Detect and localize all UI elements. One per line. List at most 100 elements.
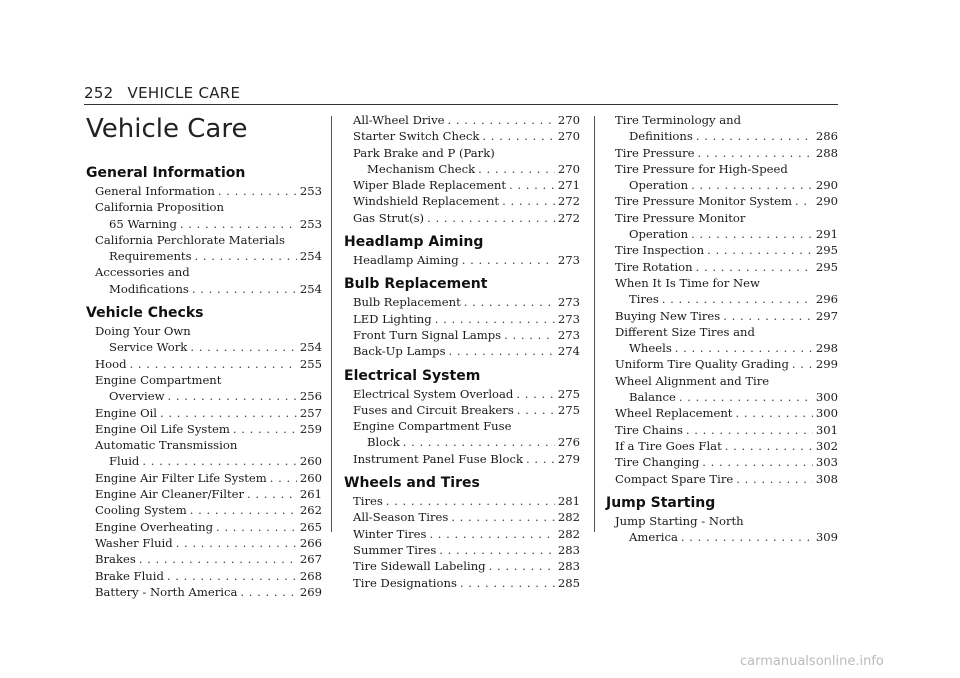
toc-entry-line: Tire Sidewall Labeling283 [353,558,580,574]
toc-entry[interactable]: Winter Tires282 [344,526,580,542]
toc-entry[interactable]: Uniform Tire Quality Grading299 [606,356,838,372]
toc-entry-line: Wheel Alignment and Tire [615,373,838,389]
toc-entry[interactable]: Tire Pressure MonitorOperation291 [606,210,838,243]
toc-entry[interactable]: Tire Terminology andDefinitions286 [606,112,838,145]
section-heading: Electrical System [344,367,481,384]
toc-entry-line: Hood255 [95,356,322,372]
dot-leader [681,529,813,545]
toc-section: Tire Terminology andDefinitions286Tire P… [606,112,838,487]
toc-entry[interactable]: Wheel Alignment and TireBalance300 [606,373,838,406]
toc-entry[interactable]: Tire Pressure for High-SpeedOperation290 [606,161,838,194]
toc-entry[interactable]: Engine CompartmentOverview256 [86,372,322,405]
toc-entry[interactable]: All-Season Tires282 [344,509,580,525]
toc-entry-label: Tires [353,494,383,509]
toc-entry-label: Operation [629,178,689,193]
toc-entry[interactable]: Gas Strut(s) 272 [344,210,580,226]
toc-entry[interactable]: All-Wheel Drive270 [344,112,580,128]
toc-entry[interactable]: LED Lighting273 [344,311,580,327]
toc-page-number: 308 [815,471,838,486]
toc-page-number: 272 [557,210,580,225]
toc-entry[interactable]: Battery - North America269 [86,584,322,600]
toc-entry[interactable]: Tire Designations285 [344,575,580,591]
dot-leader [168,388,297,404]
toc-entry-line: Battery - North America269 [95,584,322,600]
dot-leader [448,112,555,128]
toc-entry[interactable]: Automatic TransmissionFluid260 [86,437,322,470]
toc-entry[interactable]: Compact Spare Tire308 [606,471,838,487]
toc-entry-label: California Perchlorate Materials [95,232,285,247]
toc-entry[interactable]: Engine Oil257 [86,405,322,421]
toc-page-number: 265 [299,519,322,534]
dot-leader [247,486,297,502]
toc-page-number: 255 [299,356,322,371]
toc-entry[interactable]: Tire Inspection295 [606,242,838,258]
toc-entry-line: Tire Inspection295 [615,242,838,258]
toc-entry-label: Instrument Panel Fuse Block [353,451,523,466]
toc-entry[interactable]: Tires281 [344,493,580,509]
toc-entry[interactable]: Tire Sidewall Labeling283 [344,558,580,574]
dot-leader [192,281,297,297]
toc-entry[interactable]: Fuses and Circuit Breakers275 [344,402,580,418]
toc-entry-line: Tire Pressure288 [615,145,838,161]
toc-entry[interactable]: Engine Oil Life System259 [86,421,322,437]
toc-entry-line: Electrical System Overload275 [353,386,580,402]
dot-leader [460,575,555,591]
toc-entry[interactable]: Windshield Replacement272 [344,193,580,209]
dot-leader [429,526,554,542]
toc-entry[interactable]: Tire Rotation295 [606,259,838,275]
toc-entry-line: Bulb Replacement273 [353,294,580,310]
toc-entry[interactable]: Washer Fluid266 [86,535,322,551]
toc-page-number: 298 [815,341,838,356]
toc-entry[interactable]: Different Size Tires andWheels298 [606,324,838,357]
toc-entry[interactable]: Tire Chains301 [606,422,838,438]
toc-entry[interactable]: Tire Changing303 [606,454,838,470]
toc-entry[interactable]: Wheel Replacement300 [606,405,838,421]
toc-entry-label: Gas Strut(s) [353,210,425,225]
toc-page-number: 288 [815,145,838,160]
toc-page-number: 256 [299,389,322,404]
toc-entry[interactable]: Tire Pressure Monitor System290 [606,193,838,209]
toc-entry[interactable]: Instrument Panel Fuse Block279 [344,451,580,467]
toc-entry[interactable]: Front Turn Signal Lamps273 [344,327,580,343]
toc-page-number: 302 [815,438,838,453]
toc-entry[interactable]: Engine Air Cleaner/Filter261 [86,486,322,502]
toc-entry-line: All-Wheel Drive270 [353,112,580,128]
toc-entry-line: Tire Pressure Monitor System290 [615,193,838,209]
toc-entry[interactable]: Bulb Replacement273 [344,294,580,310]
toc-entry-line: Tire Designations285 [353,575,580,591]
toc-entry[interactable]: Park Brake and P (Park)Mechanism Check27… [344,145,580,178]
toc-entry[interactable]: Tire Pressure288 [606,145,838,161]
toc-entry-label: Uniform Tire Quality Grading [615,357,789,372]
toc-entry[interactable]: Starter Switch Check270 [344,128,580,144]
toc-entry[interactable]: Buying New Tires297 [606,308,838,324]
toc-entry[interactable]: Back-Up Lamps274 [344,343,580,359]
toc-entry[interactable]: Headlamp Aiming273 [344,252,580,268]
toc-entry[interactable]: General Information253 [86,183,322,199]
toc-entry-line: Tire Rotation295 [615,259,838,275]
toc-entry[interactable]: Cooling System262 [86,502,322,518]
toc-entry[interactable]: Engine Compartment FuseBlock276 [344,418,580,451]
toc-entry[interactable]: Accessories andModifications254 [86,264,322,297]
toc-page-number: 270 [557,161,580,176]
toc-entry-label: Engine Overheating [95,519,214,534]
toc-entry[interactable]: Wiper Blade Replacement271 [344,177,580,193]
toc-entry[interactable]: Electrical System Overload275 [344,386,580,402]
toc-entry[interactable]: Summer Tires283 [344,542,580,558]
toc-entry[interactable]: If a Tire Goes Flat302 [606,438,838,454]
toc-entry[interactable]: Brake Fluid268 [86,568,322,584]
toc-entry-line: Wiper Blade Replacement271 [353,177,580,193]
dot-leader [698,145,813,161]
toc-entry-label: Overview [109,389,165,404]
toc-entry[interactable]: Engine Air Filter Life System260 [86,470,322,486]
toc-page-number: 254 [299,281,322,296]
toc-entry[interactable]: Jump Starting - NorthAmerica309 [606,513,838,546]
toc-entry[interactable]: Brakes267 [86,551,322,567]
toc-entry[interactable]: Engine Overheating 265 [86,519,322,535]
toc-page-number: 269 [299,584,322,599]
toc-entry[interactable]: Hood255 [86,356,322,372]
toc-entry[interactable]: When It Is Time for NewTires296 [606,275,838,308]
toc-entry-label: General Information [95,184,215,198]
